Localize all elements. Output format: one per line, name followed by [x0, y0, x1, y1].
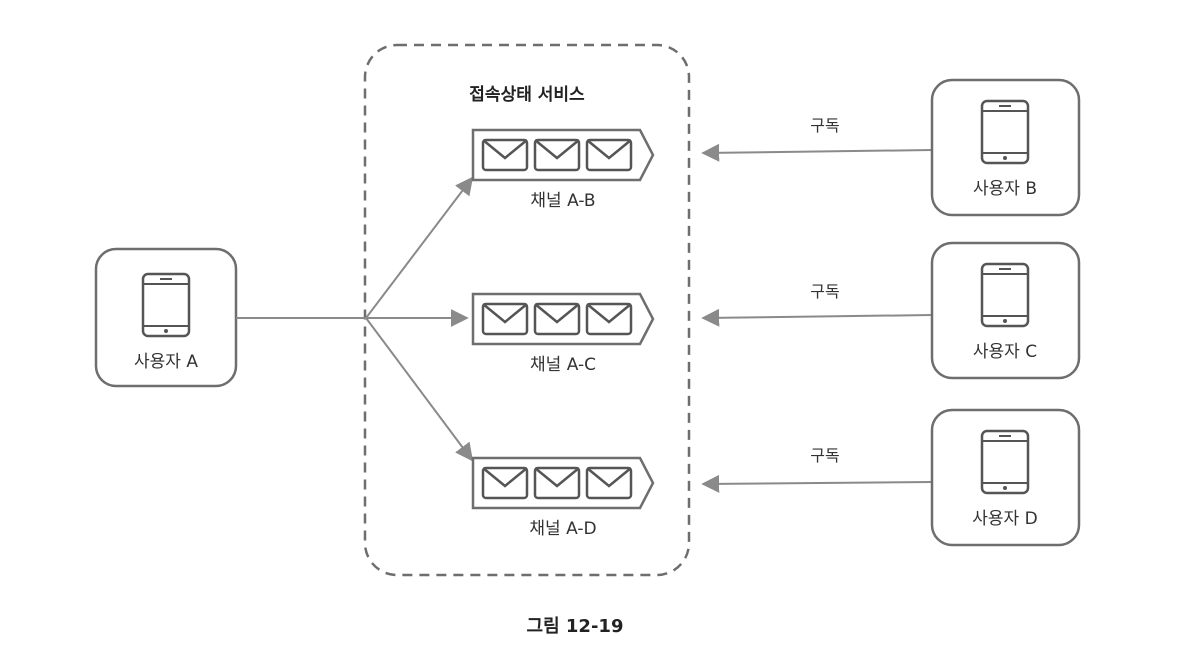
- channel-a-b: 채널 A-B: [471, 128, 655, 211]
- envelope-icon: [585, 302, 633, 336]
- subscribe-arrow-b: [701, 143, 933, 162]
- envelope-icon: [585, 466, 633, 500]
- channel-a-c: 채널 A-C: [471, 292, 655, 375]
- subscribe-arrow-d: [701, 474, 933, 493]
- envelope-icon: [481, 466, 529, 500]
- channel-a-b-label: 채널 A-B: [530, 191, 595, 211]
- subscribe-arrow-c: [701, 308, 933, 327]
- channel-a-c-label: 채널 A-C: [530, 355, 596, 375]
- phone-icon: [980, 262, 1030, 328]
- subscribe-label-b: 구독: [810, 116, 839, 135]
- user-c-node: 사용자 C: [930, 241, 1081, 380]
- user-a-node: 사용자 A: [94, 247, 238, 388]
- envelope-icon: [585, 138, 633, 172]
- subscribe-label-d: 구독: [810, 446, 839, 465]
- user-c-label: 사용자 C: [973, 342, 1037, 362]
- channel-a-d: 채널 A-D: [471, 456, 655, 539]
- service-title: 접속상태 서비스: [469, 85, 585, 105]
- envelope-icon: [533, 302, 581, 336]
- user-b-node: 사용자 B: [930, 78, 1081, 217]
- user-a-label: 사용자 A: [134, 352, 198, 372]
- envelope-icon: [481, 138, 529, 172]
- user-d-label: 사용자 D: [972, 509, 1037, 529]
- channel-a-d-label: 채널 A-D: [529, 519, 596, 539]
- envelope-icon: [481, 302, 529, 336]
- subscribe-edges: 구독 구독 구독: [701, 116, 933, 493]
- phone-icon: [980, 429, 1030, 495]
- figure-caption: 그림 12-19: [527, 616, 624, 637]
- envelope-icon: [533, 138, 581, 172]
- presence-service-container: [363, 43, 691, 577]
- user-d-node: 사용자 D: [930, 408, 1081, 547]
- phone-icon: [141, 272, 191, 338]
- envelope-icon: [533, 466, 581, 500]
- publish-edges: [236, 176, 474, 462]
- phone-icon: [980, 99, 1030, 165]
- user-b-label: 사용자 B: [973, 179, 1037, 199]
- subscribe-label-c: 구독: [810, 282, 839, 301]
- publish-arrow-ad: [365, 317, 474, 462]
- publish-arrow-ab: [365, 176, 474, 319]
